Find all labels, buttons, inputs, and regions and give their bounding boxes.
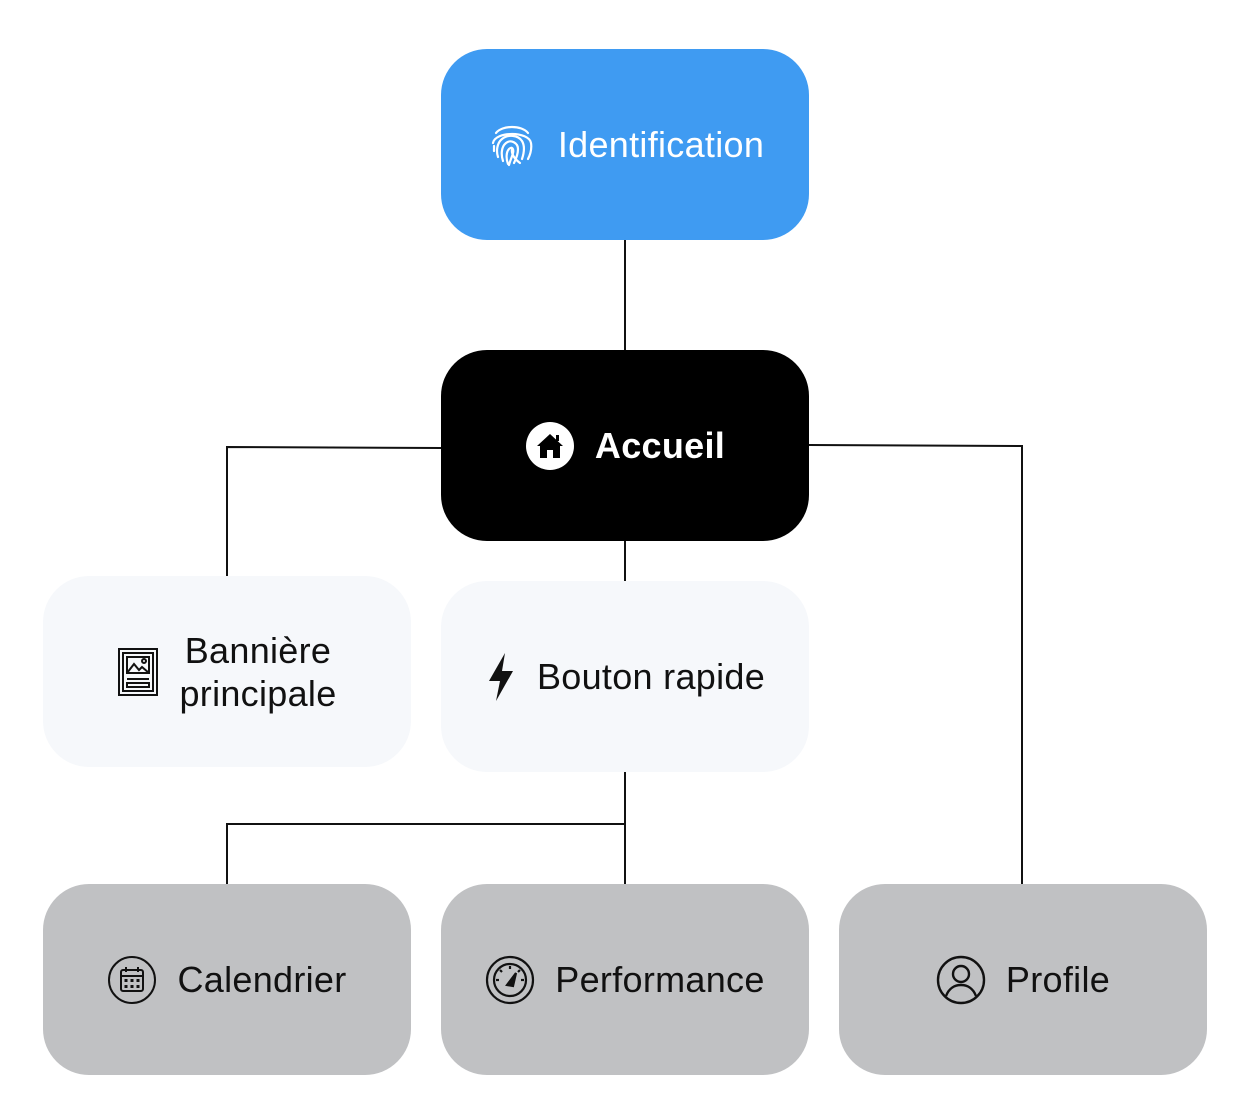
node-performance-label: Performance: [555, 958, 765, 1000]
node-calendrier-label: Calendrier: [177, 958, 347, 1000]
node-accueil-label: Accueil: [594, 424, 726, 466]
user-icon: [936, 955, 986, 1005]
node-calendrier[interactable]: Calendrier: [43, 884, 411, 1075]
edge-accueil-banniere: [226, 445, 442, 576]
node-banniere-principale[interactable]: Bannière principale: [43, 576, 411, 767]
node-accueil[interactable]: Accueil: [441, 350, 809, 541]
node-identification-label: Identification: [557, 123, 765, 165]
edge-accueil-profile: [808, 444, 1023, 884]
node-profile-label: Profile: [1005, 958, 1111, 1000]
node-performance[interactable]: Performance: [441, 884, 809, 1075]
node-identification[interactable]: Identification: [441, 49, 809, 240]
node-bouton-rapide-label: Bouton rapide: [536, 655, 766, 697]
gauge-icon: [485, 955, 535, 1005]
node-banniere-line1: Bannière: [184, 629, 332, 671]
fingerprint-icon: [486, 119, 538, 171]
edge-bouton-calendrier: [226, 823, 625, 884]
node-bouton-rapide[interactable]: Bouton rapide: [441, 581, 809, 772]
node-banniere-text: Bannière principale: [179, 629, 336, 715]
image-frame-icon: [117, 647, 159, 697]
home-icon: [525, 421, 575, 471]
lightning-icon: [485, 651, 517, 703]
node-banniere-line2: principale: [179, 672, 337, 714]
calendar-icon: [107, 955, 157, 1005]
node-profile[interactable]: Profile: [839, 884, 1207, 1075]
